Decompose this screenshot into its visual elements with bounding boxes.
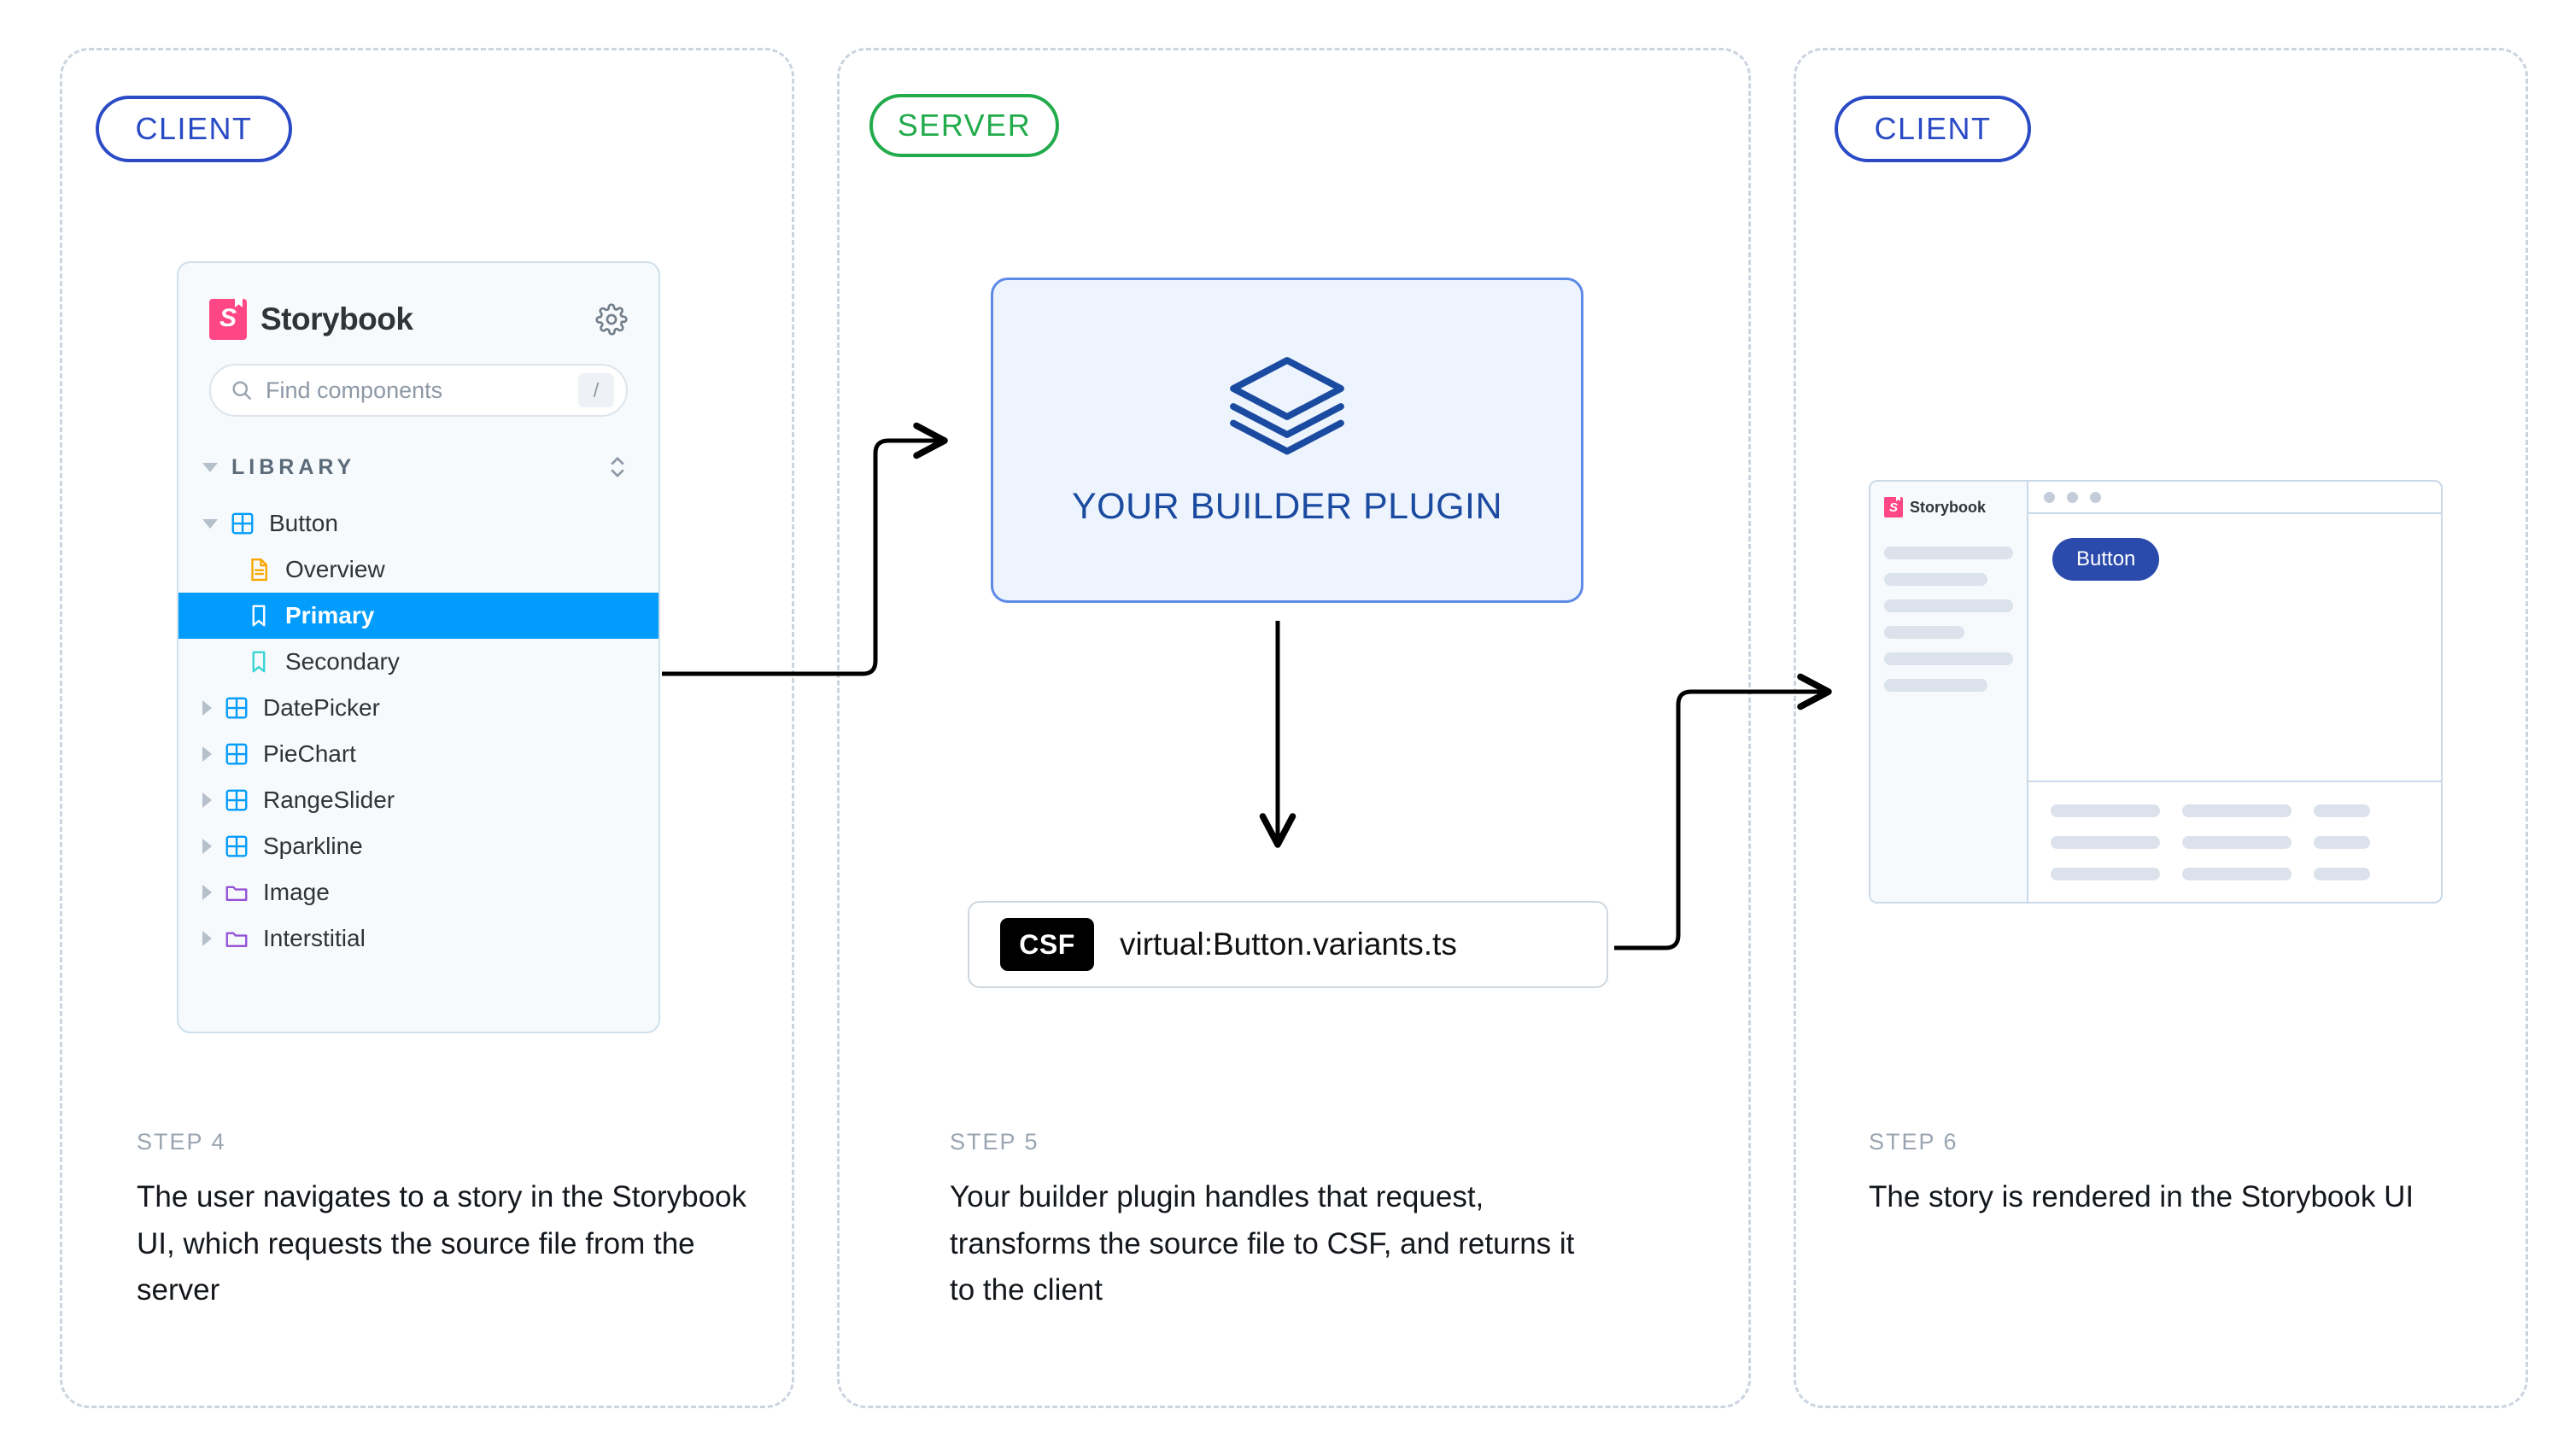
tree-item-image[interactable]: Image xyxy=(179,869,658,915)
preview-sidebar: S Storybook xyxy=(1870,482,2028,902)
skeleton-bar xyxy=(1884,626,1964,639)
preview-addons-panel xyxy=(2028,781,2441,902)
addon-column xyxy=(2051,804,2160,880)
folder-icon xyxy=(224,880,249,905)
builder-plugin-title: YOUR BUILDER PLUGIN xyxy=(1071,486,1503,527)
chevron-right-icon[interactable] xyxy=(202,700,212,716)
storybook-wordmark: Storybook xyxy=(260,301,413,336)
component-grid-icon xyxy=(224,695,249,721)
tree-item-label: Primary xyxy=(285,602,375,629)
skeleton-bar xyxy=(1884,547,2013,559)
tree-item-sparkline[interactable]: Sparkline xyxy=(179,823,658,869)
preview-sidebar-skeletons xyxy=(1884,547,2013,692)
panel-client-left xyxy=(60,48,794,1408)
badge-server: SERVER xyxy=(869,94,1059,157)
tree-item-primary[interactable]: Primary xyxy=(179,593,658,639)
tree-item-secondary[interactable]: Secondary xyxy=(179,639,658,685)
search-input[interactable]: Find components / xyxy=(209,364,628,417)
gear-icon[interactable] xyxy=(595,303,628,336)
tree-item-label: Sparkline xyxy=(263,833,363,859)
skeleton-bar xyxy=(1884,652,2013,665)
chevron-right-icon[interactable] xyxy=(202,839,212,854)
library-section-header[interactable]: LIBRARY xyxy=(202,453,628,482)
tree-item-piechart[interactable]: PieChart xyxy=(179,731,658,777)
addon-column xyxy=(2182,804,2292,880)
window-dot xyxy=(2067,491,2078,503)
badge-client-left: CLIENT xyxy=(96,96,292,162)
step-6-caption: STEP 6 The story is rendered in the Stor… xyxy=(1869,1129,2518,1221)
chevron-down-icon[interactable] xyxy=(202,518,218,529)
tree-item-datepicker[interactable]: DatePicker xyxy=(179,685,658,731)
step-label: STEP 4 xyxy=(137,1129,226,1155)
tree-item-interstitial[interactable]: Interstitial xyxy=(179,915,658,962)
tree-item-label: Overview xyxy=(285,556,385,582)
component-grid-icon xyxy=(224,833,249,859)
tree-item-overview[interactable]: Overview xyxy=(179,547,658,593)
csf-filename: virtual:Button.variants.ts xyxy=(1120,927,1457,962)
skeleton-bar xyxy=(1884,599,2013,612)
tree-item-button[interactable]: Button xyxy=(179,500,658,547)
preview-button[interactable]: Button xyxy=(2052,538,2160,581)
story-bookmark-icon xyxy=(246,649,272,675)
step-label: STEP 5 xyxy=(950,1129,1039,1155)
sort-chevrons-icon[interactable] xyxy=(607,453,628,482)
tree-item-label: RangeSlider xyxy=(263,786,395,813)
layers-icon xyxy=(1222,353,1352,455)
step-text: The story is rendered in the Storybook U… xyxy=(1869,1180,2414,1213)
tree-item-label: Secondary xyxy=(285,648,400,675)
component-grid-icon xyxy=(224,741,249,767)
component-grid-icon xyxy=(224,787,249,813)
step-text: The user navigates to a story in the Sto… xyxy=(137,1180,746,1307)
skeleton-bar xyxy=(1884,679,1987,692)
component-grid-icon xyxy=(230,511,255,536)
addon-column xyxy=(2314,804,2370,880)
tree-item-label: Interstitial xyxy=(263,925,366,951)
chevron-right-icon[interactable] xyxy=(202,885,212,900)
badge-client-right: CLIENT xyxy=(1835,96,2031,162)
step-text: Your builder plugin handles that request… xyxy=(950,1180,1575,1307)
tree-item-rangeslider[interactable]: RangeSlider xyxy=(179,777,658,823)
storybook-sidebar-panel: S Storybook Find components / LIBRARY xyxy=(177,261,660,1033)
storybook-logo-icon: S xyxy=(1884,497,1903,517)
story-preview-mockup: S Storybook Button xyxy=(1869,480,2443,903)
search-icon xyxy=(230,378,254,402)
preview-toolbar xyxy=(2028,482,2441,514)
search-shortcut-key: / xyxy=(578,373,614,407)
chevron-down-icon xyxy=(202,462,218,472)
library-label: LIBRARY xyxy=(231,454,356,479)
preview-brand: S Storybook xyxy=(1884,497,2013,517)
preview-canvas: Button xyxy=(2028,514,2441,781)
tree-item-label: Image xyxy=(263,879,330,905)
tree-item-label: DatePicker xyxy=(263,694,380,721)
csf-badge: CSF xyxy=(1000,918,1094,971)
chevron-right-icon[interactable] xyxy=(202,792,212,808)
window-dot xyxy=(2090,491,2101,503)
tree-item-label: Button xyxy=(269,510,338,536)
storybook-header: S Storybook xyxy=(179,263,658,340)
step-label: STEP 6 xyxy=(1869,1129,1958,1155)
skeleton-bar xyxy=(1884,573,1987,586)
preview-main: Button xyxy=(2028,482,2441,902)
chevron-right-icon[interactable] xyxy=(202,746,212,762)
search-placeholder: Find components xyxy=(266,377,443,403)
step-4-caption: STEP 4 The user navigates to a story in … xyxy=(137,1129,786,1314)
builder-plugin-card: YOUR BUILDER PLUGIN xyxy=(991,278,1583,603)
preview-brand-label: Storybook xyxy=(1910,498,1987,516)
folder-icon xyxy=(224,926,249,951)
storybook-logo-icon: S xyxy=(209,299,247,340)
window-dot xyxy=(2044,491,2055,503)
csf-file-chip: CSF virtual:Button.variants.ts xyxy=(968,901,1608,988)
chevron-right-icon[interactable] xyxy=(202,931,212,946)
tree-item-label: PieChart xyxy=(263,740,356,767)
story-bookmark-icon xyxy=(246,603,272,629)
step-5-caption: STEP 5 Your builder plugin handles that … xyxy=(950,1129,1599,1314)
docs-page-icon xyxy=(246,557,272,582)
